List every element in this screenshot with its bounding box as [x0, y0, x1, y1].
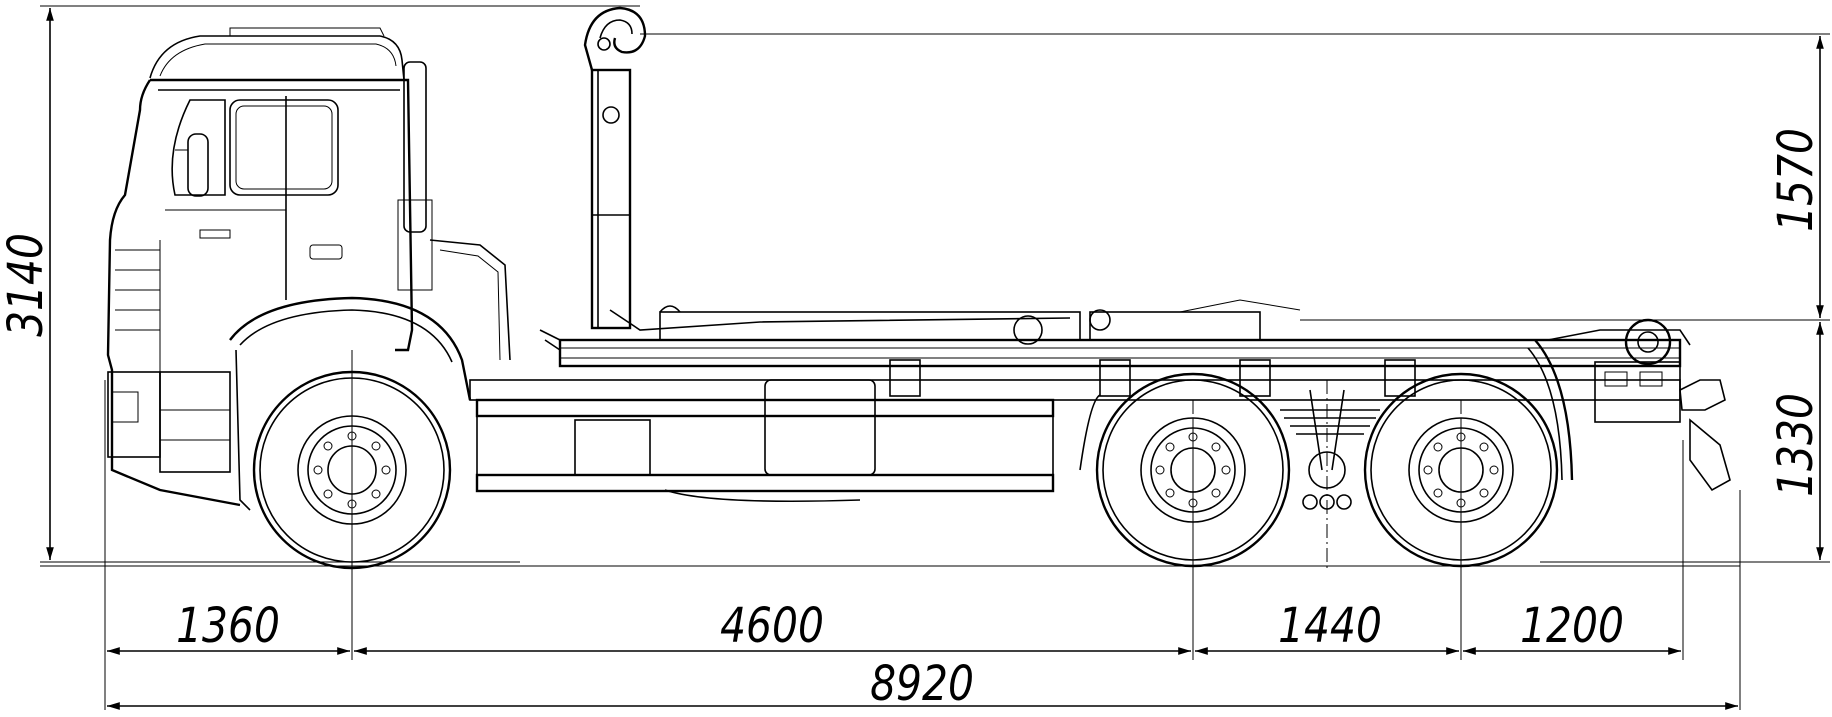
- rear-overhang-label: 1200: [1520, 598, 1624, 654]
- hook-arm: [583, 6, 1071, 331]
- overall-height-label: 3140: [0, 233, 54, 337]
- front-wheel: [252, 370, 452, 570]
- chassis-frame: [469, 299, 1731, 503]
- front-overhang-label: 1360: [176, 598, 280, 654]
- rear-suspension: [1079, 389, 1380, 510]
- rear-wheel-1: [1095, 372, 1291, 568]
- bogie-spacing-label: 1440: [1278, 598, 1382, 654]
- overall-length-label: 8920: [870, 656, 974, 712]
- wheelbase-label: 4600: [720, 598, 824, 654]
- dimension-labels: 3140 1570 1330 1360 4600 1440 1200 8920: [0, 128, 1824, 712]
- truck-cab: [106, 27, 511, 511]
- dimension-lines: [40, 5, 1830, 710]
- hook-height-label: 1570: [1768, 128, 1824, 232]
- frame-height-label: 1330: [1768, 393, 1824, 497]
